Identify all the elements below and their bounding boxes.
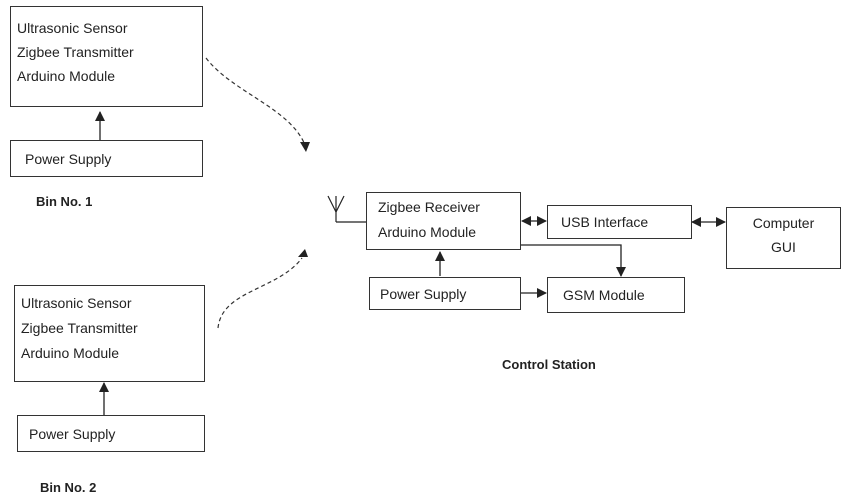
bin1-sensor-line-3: Arduino Module [17,68,116,84]
gsm-module-label: GSM Module [563,287,645,303]
bin2-power-label: Power Supply [29,426,116,442]
computer-gui: Computer GUI [726,207,841,269]
computer-line-1: Computer [752,215,815,231]
bin2-wireless-link [217,257,303,329]
bin2-power-supply: Power Supply [17,415,205,452]
receiver-line-2: Arduino Module [378,224,477,240]
bin1-power-label: Power Supply [25,151,112,167]
bin1-sensor-line-2: Zigbee Transmitter [17,44,134,60]
bin1-wireless-arrowhead [300,142,310,152]
usb-interface-label: USB Interface [561,214,649,230]
bin1-caption: Bin No. 1 [36,194,93,209]
usb-interface: USB Interface [547,205,692,239]
bin2-wireless-arrowhead [298,249,308,257]
antenna-icon [327,195,366,223]
bin1-sensor-line-1: Ultrasonic Sensor [17,20,128,36]
control-station-caption: Control Station [502,357,596,372]
bin2-sensor-line-2: Zigbee Transmitter [21,320,138,336]
computer-line-2: GUI [771,239,796,255]
bin1-power-supply: Power Supply [10,140,203,177]
receiver-gsm-arrow [521,244,626,277]
bin2-sensor-module: Ultrasonic Sensor Zigbee Transmitter Ard… [14,285,205,382]
bin2-caption: Bin No. 2 [40,480,97,495]
receiver-line-1: Zigbee Receiver [378,199,480,215]
zigbee-receiver-module: Zigbee Receiver Arduino Module [366,192,521,250]
bin2-sensor-line-1: Ultrasonic Sensor [21,295,132,311]
bin1-wireless-link [205,57,306,146]
gsm-module: GSM Module [547,277,685,313]
control-power-supply: Power Supply [369,277,521,310]
control-power-label: Power Supply [380,286,467,302]
bin2-sensor-line-3: Arduino Module [21,345,120,361]
bin1-sensor-module: Ultrasonic Sensor Zigbee Transmitter Ard… [10,6,203,107]
